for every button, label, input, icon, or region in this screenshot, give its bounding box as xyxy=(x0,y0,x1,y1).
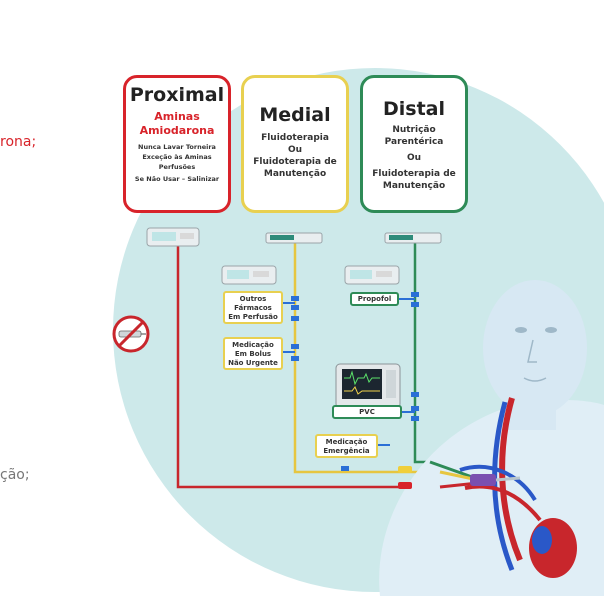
distal-line-1: Nutrição xyxy=(392,125,436,135)
proximal-note-4: Se Não Usar – Salinizar xyxy=(134,175,220,183)
stopcock-connectors xyxy=(291,292,419,471)
side-text-bottom: ção; xyxy=(0,467,30,483)
proximal-note-3: Perfusões xyxy=(158,163,196,171)
proximal-note-2: Exceção às Aminas xyxy=(142,153,212,161)
distal-line-4: Fluidoterapia de xyxy=(372,169,456,179)
proximal-title: Proximal xyxy=(129,84,225,106)
outros-farmacos-label: Outros Fármacos Em Perfusão xyxy=(223,291,283,324)
medial-box: Medial Fluidoterapia Ou Fluidoterapia de… xyxy=(241,75,349,213)
emergency-line-2: Emergência xyxy=(323,447,370,455)
proximal-line xyxy=(176,242,440,489)
outros-line-3: Em Perfusão xyxy=(228,313,278,321)
catheter-hub xyxy=(398,460,521,489)
medial-line-3: Fluidoterapia de xyxy=(253,157,337,167)
outros-line-2: Fármacos xyxy=(234,304,272,312)
distal-line-5: Manutenção xyxy=(382,181,446,191)
propofol-label: Propofol xyxy=(350,292,399,306)
no-bolus-icon xyxy=(112,315,150,353)
outros-line-1: Outros xyxy=(239,295,267,303)
vital-monitor-icon xyxy=(335,363,401,409)
distal-line-2: Parentérica xyxy=(384,137,444,147)
emergency-label: Medicação Emergência xyxy=(315,434,378,458)
bolus-line-1: Medicação xyxy=(232,341,274,349)
distal-title: Distal xyxy=(382,98,445,120)
syringe-pump-icon xyxy=(384,232,442,244)
proximal-box: Proximal Aminas Amiodarona Nunca Lavar T… xyxy=(123,75,231,213)
medial-line-1: Fluidoterapia xyxy=(261,133,329,143)
distal-box: Distal Nutrição Parentérica Ou Fluidoter… xyxy=(360,75,468,213)
side-text-top: rona; xyxy=(0,134,37,150)
medial-line-2: Ou xyxy=(287,145,303,155)
syringe-pump-icon xyxy=(344,265,400,285)
bolus-line-2: Em Bolus xyxy=(234,350,272,358)
proximal-subtitle-1: Aminas xyxy=(154,110,200,123)
medial-title: Medial xyxy=(259,104,331,126)
pvc-label: PVC xyxy=(332,405,402,419)
syringe-pump-icon xyxy=(265,232,323,244)
syringe-pump-icon xyxy=(146,227,200,247)
proximal-note-1: Nunca Lavar Torneira xyxy=(138,143,216,151)
proximal-subtitle-2: Amiodarona xyxy=(139,124,215,137)
medial-line-4: Manutenção xyxy=(263,169,327,179)
bolus-line-3: Não Urgente xyxy=(228,359,278,367)
emergency-line-1: Medicação xyxy=(325,438,368,446)
distal-line-3: Ou xyxy=(406,153,422,163)
syringe-pump-icon xyxy=(221,265,277,285)
bolus-label: Medicação Em Bolus Não Urgente xyxy=(223,337,283,370)
